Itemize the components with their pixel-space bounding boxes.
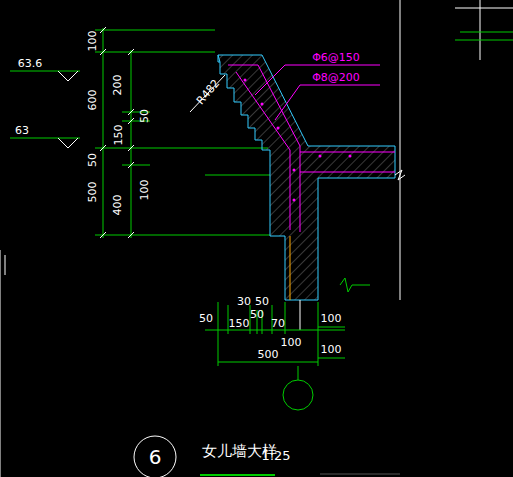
dimension-label: 100	[87, 31, 98, 52]
dimension-label: 100	[321, 344, 342, 355]
dimension-label: 30	[237, 296, 251, 307]
dimension-label: 50	[87, 153, 98, 167]
elevation-label: 63	[15, 125, 29, 136]
dimension-label: 200	[112, 75, 123, 96]
dimension-label: 500	[87, 182, 98, 203]
radius-label: R482	[195, 77, 222, 106]
dimension-label: 50	[255, 296, 269, 307]
dimension-label: 100	[139, 180, 150, 201]
dimension-label: 50	[199, 313, 213, 324]
elevation-label: 63.6	[18, 58, 43, 69]
dimension-label: 500	[258, 349, 279, 360]
dimension-label: 150	[229, 318, 250, 329]
dimension-label: 600	[87, 90, 98, 111]
detail-number: 6	[149, 447, 162, 467]
dimension-label: 70	[271, 318, 285, 329]
drawing-title: 女儿墙大样	[202, 444, 277, 459]
dimension-label: 100	[321, 313, 342, 324]
dimension-label: 100	[281, 337, 302, 348]
dimension-label: 50	[139, 109, 150, 123]
detail-number-circle: 6	[133, 435, 177, 477]
rebar-label: Φ8@200	[312, 72, 360, 83]
dimension-label: 150	[113, 125, 124, 146]
dimension-label: 50	[250, 309, 264, 320]
dimension-label: 400	[112, 195, 123, 216]
rebar-label: Φ6@150	[312, 52, 360, 63]
